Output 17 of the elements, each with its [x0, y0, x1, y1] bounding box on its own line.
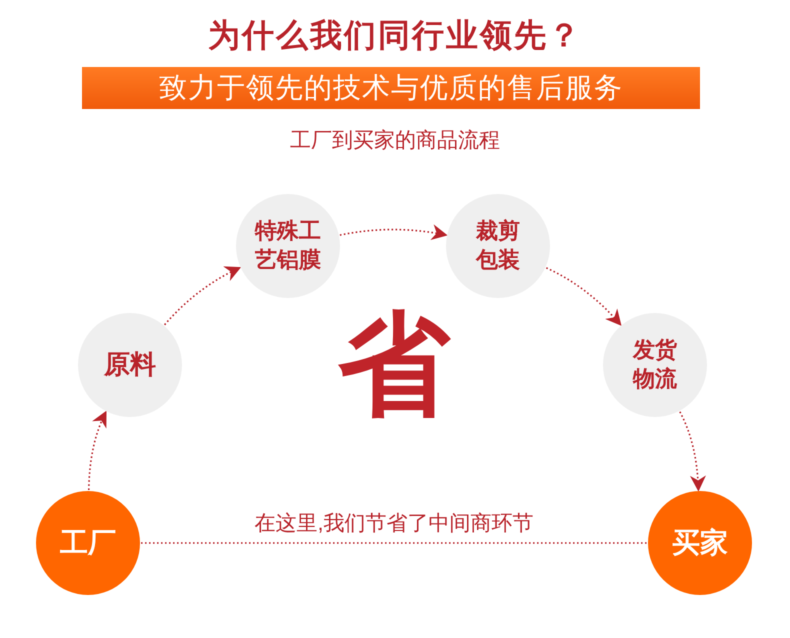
process-circle: 裁剪包装 [446, 194, 550, 298]
arrow [679, 411, 706, 492]
process-circle: 工厂 [36, 491, 140, 595]
process-circle: 发货物流 [603, 313, 707, 417]
edge-label: 在这里,我们节省了中间商环节 [254, 511, 534, 537]
process-circle: 原料 [78, 313, 182, 417]
subtitle: 工厂到买家的商品流程 [289, 128, 501, 154]
arrow [546, 267, 622, 326]
big-character: 省 [337, 301, 452, 429]
arrow [340, 224, 448, 240]
connector-line [141, 542, 647, 544]
title: 为什么我们同行业领先？ [207, 16, 583, 55]
arrow [88, 410, 107, 490]
banner: 致力于领先的技术与优质的售后服务 [82, 67, 700, 109]
arrow [164, 266, 242, 326]
process-circle: 买家 [648, 491, 752, 595]
process-circle: 特殊工艺铝膜 [236, 194, 340, 298]
